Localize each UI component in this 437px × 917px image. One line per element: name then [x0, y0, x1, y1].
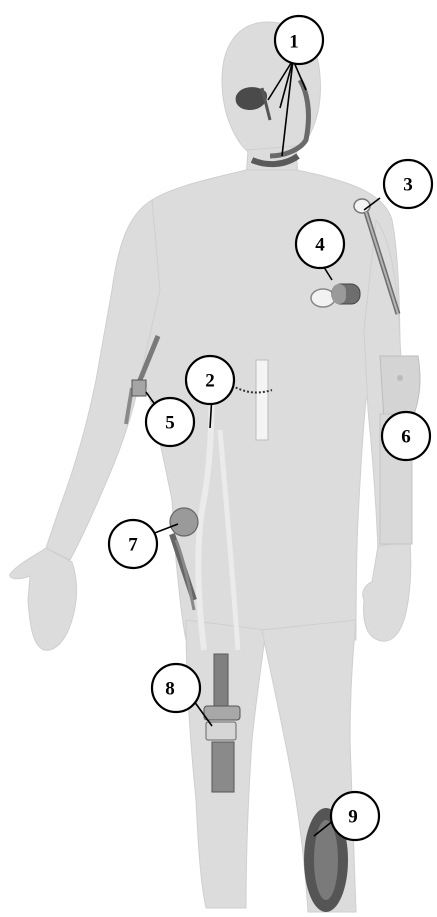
callout-label: 8	[165, 679, 175, 700]
callout-3: 3	[384, 160, 432, 208]
callout-label: 6	[401, 427, 411, 448]
callout-label: 2	[205, 371, 215, 392]
callout-6: 6	[382, 412, 430, 460]
callout-5: 5	[146, 398, 194, 446]
callout-label: 9	[348, 807, 358, 828]
callout-label: 4	[315, 235, 325, 256]
callout-2: 2	[186, 356, 234, 404]
callout-4: 4	[296, 220, 344, 268]
callout-9: 9	[331, 792, 379, 840]
hand-right-anatomical	[10, 548, 77, 650]
callout-label: 1	[289, 32, 299, 53]
callout-label: 5	[165, 413, 175, 434]
callout-1: 1	[275, 16, 323, 64]
callout-label: 7	[128, 535, 138, 556]
hand-left-anatomical	[363, 542, 411, 641]
callout-8: 8	[152, 664, 200, 712]
callout-label: 3	[403, 175, 413, 196]
callout-7: 7	[109, 520, 157, 568]
